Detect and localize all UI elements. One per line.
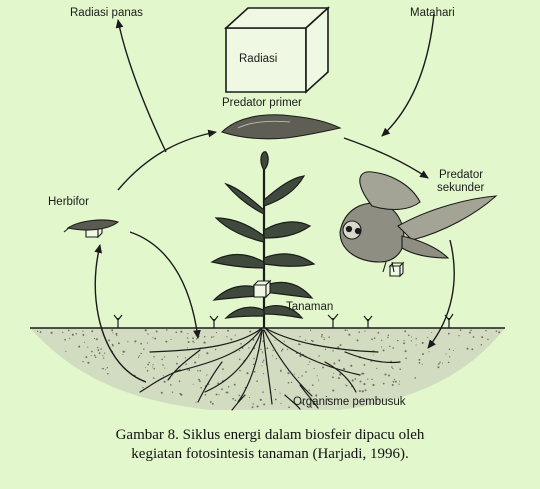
corn-plant-icon	[210, 151, 316, 328]
roots-icon	[139, 327, 401, 411]
organisme-pembusuk-label: Organisme pembusuk	[293, 396, 406, 408]
predator-sekunder-label-1: Predator	[439, 169, 483, 181]
herbifor-label: Herbifor	[48, 196, 89, 208]
predator-sekunder-label-2: sekunder	[437, 182, 484, 194]
predator-primer-label: Predator primer	[222, 97, 302, 109]
caption-line-2: kegiatan fotosintesis tanaman (Harjadi, …	[131, 446, 409, 462]
predator-primer-animal-icon	[220, 114, 342, 140]
owl-cube-icon	[388, 261, 405, 278]
plant-cube-icon	[252, 279, 272, 299]
herbivore-insect-icon	[63, 219, 120, 233]
radiasi-panas-label: Radiasi panas	[70, 7, 143, 19]
radiasi-label: Radiasi	[239, 53, 277, 65]
figure-caption: Gambar 8. Siklus energi dalam biosfeir d…	[0, 426, 540, 464]
tanaman-label: Tanaman	[286, 301, 333, 313]
radiasi-cube-icon	[223, 6, 331, 94]
cycle-arrows	[94, 13, 455, 383]
caption-line-1: Gambar 8. Siklus energi dalam biosfeir d…	[115, 427, 425, 443]
owl-icon	[339, 171, 498, 273]
weeds-icon	[113, 313, 454, 328]
matahari-label: Matahari	[410, 7, 455, 19]
